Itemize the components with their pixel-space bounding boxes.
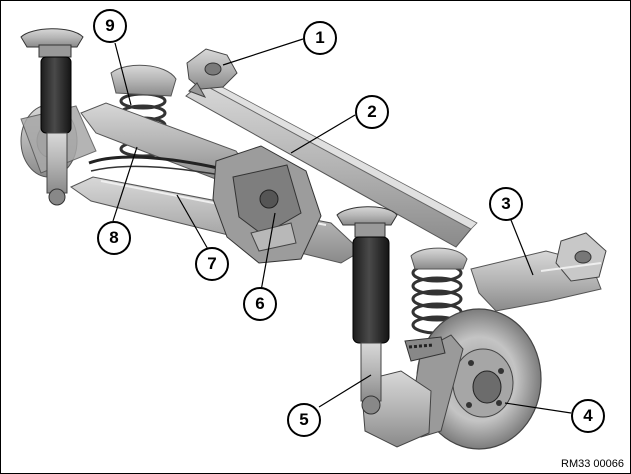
callout-3: 3 <box>489 187 523 221</box>
callout-6: 6 <box>243 287 277 321</box>
figure-reference-code: RM33 00066 <box>561 458 624 470</box>
upper-mount <box>186 48 238 98</box>
callout-4: 4 <box>571 399 605 433</box>
left-damper <box>20 28 84 206</box>
brake-disc <box>410 308 542 450</box>
callout-7: 7 <box>195 247 229 281</box>
callout-1: 1 <box>303 21 337 55</box>
callout-5: 5 <box>287 403 321 437</box>
right-damper <box>336 206 398 415</box>
callout-2: 2 <box>355 95 389 129</box>
callout-9: 9 <box>93 9 127 43</box>
callout-8: 8 <box>97 221 131 255</box>
leader-lines <box>112 38 572 414</box>
trailing-arm <box>470 232 607 312</box>
subframe-center <box>212 145 322 264</box>
